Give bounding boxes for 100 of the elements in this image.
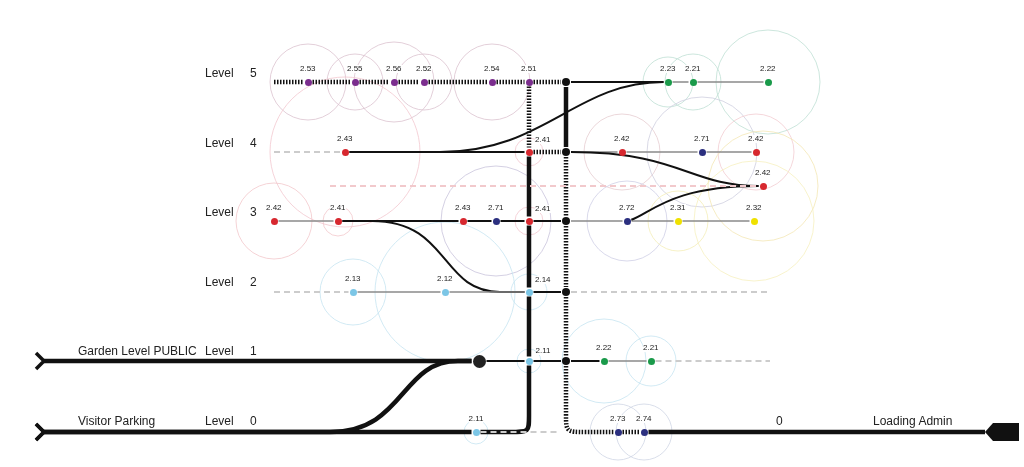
station-dot <box>349 288 357 296</box>
route-line <box>359 79 390 85</box>
edge-label: Visitor Parking <box>78 415 156 427</box>
route-line <box>563 297 569 356</box>
route-line <box>485 360 526 362</box>
route-line <box>563 366 614 435</box>
station-label: 2.41 <box>535 205 551 213</box>
route-line <box>705 151 753 153</box>
station-dot <box>525 357 533 365</box>
route-line <box>499 220 526 222</box>
station-dot <box>562 288 570 296</box>
route-line <box>696 81 765 83</box>
station-label: 2.42 <box>748 135 764 143</box>
station-label: 2.53 <box>300 65 316 73</box>
station-dot <box>304 78 312 86</box>
level-number: 5 <box>250 67 257 79</box>
station-label: 2.71 <box>488 204 504 212</box>
route-line <box>570 360 601 362</box>
station-dot <box>750 217 758 225</box>
station-label: 2.42 <box>755 169 771 177</box>
level-number: 0 <box>776 415 783 427</box>
station-label: 2.23 <box>660 65 676 73</box>
station-dot <box>562 217 570 225</box>
station-label: 2.22 <box>596 344 612 352</box>
route-line <box>273 151 342 153</box>
station-dot <box>420 78 428 86</box>
route-line <box>532 291 562 293</box>
station-label: 2.11 <box>535 347 551 355</box>
station-dot <box>623 217 631 225</box>
station-dot <box>562 78 570 86</box>
station-label: 2.42 <box>266 204 282 212</box>
route-line <box>607 360 648 362</box>
station-dot <box>674 217 682 225</box>
station-dot <box>441 288 449 296</box>
level-number: 1 <box>250 345 257 357</box>
route-line <box>630 220 675 222</box>
station-dot <box>640 428 648 436</box>
station-dot <box>270 217 278 225</box>
route-line <box>532 360 562 362</box>
station-label: 2.31 <box>670 204 686 212</box>
route-line <box>648 423 1019 441</box>
station-dot <box>618 148 626 156</box>
edge-label: Garden Level PUBLIC <box>78 345 197 357</box>
route-line <box>480 365 532 435</box>
route-line <box>681 220 751 222</box>
station-dot <box>459 217 467 225</box>
level-label: Level <box>205 415 234 427</box>
level-number: 4 <box>250 137 257 149</box>
station-dot <box>752 148 760 156</box>
route-line <box>671 81 690 83</box>
route-line <box>274 79 304 85</box>
station-dot <box>664 78 672 86</box>
level-label: Level <box>205 67 234 79</box>
station-label: 2.55 <box>347 65 363 73</box>
route-line <box>532 220 562 222</box>
route-line <box>348 81 665 153</box>
station-label: 2.73 <box>610 415 626 423</box>
edge-label: Loading Admin <box>873 415 953 427</box>
route-line <box>570 220 624 222</box>
station-label: 2.32 <box>746 204 762 212</box>
station-dot <box>351 78 359 86</box>
route-line <box>496 79 525 85</box>
station-label: 2.21 <box>643 344 659 352</box>
route-line <box>398 79 420 85</box>
station-dot <box>698 148 706 156</box>
route-line <box>630 185 760 221</box>
station-dot <box>492 217 500 225</box>
station-dot <box>488 78 496 86</box>
station-label: 2.21 <box>685 65 701 73</box>
station-dot <box>562 357 570 365</box>
station-label: 2.71 <box>694 135 710 143</box>
junction-dot <box>472 354 486 368</box>
route-line <box>625 151 699 153</box>
station-dot <box>525 78 533 86</box>
station-label: 2.43 <box>455 204 471 212</box>
route-line <box>526 296 532 357</box>
route-line <box>563 226 569 287</box>
level-label: Level <box>205 345 234 357</box>
route-line <box>34 358 472 442</box>
station-label: 2.22 <box>760 65 776 73</box>
station-label: 2.41 <box>535 136 551 144</box>
route-line <box>466 220 493 222</box>
station-dot <box>525 288 533 296</box>
station-dot <box>647 357 655 365</box>
route-line <box>526 156 532 217</box>
route-line <box>654 360 771 362</box>
station-dot <box>759 182 767 190</box>
route-line <box>273 291 350 293</box>
station-dot <box>341 148 349 156</box>
station-label: 2.56 <box>386 65 402 73</box>
route-line <box>277 220 335 222</box>
station-dot <box>472 428 480 436</box>
station-dot <box>390 78 398 86</box>
route-line <box>448 291 526 293</box>
level-number: 2 <box>250 276 257 288</box>
station-dot <box>600 357 608 365</box>
station-dot <box>614 428 622 436</box>
level-label: Level <box>205 276 234 288</box>
station-label: 2.11 <box>468 415 484 423</box>
level-label: Level <box>205 137 234 149</box>
